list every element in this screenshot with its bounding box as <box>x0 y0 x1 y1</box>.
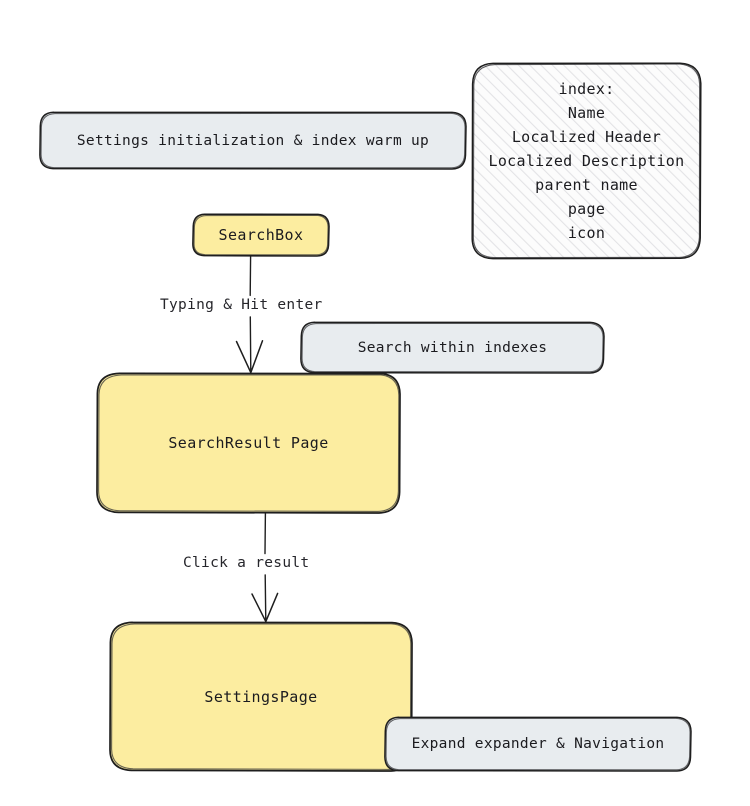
note-2-outline-a <box>300 321 605 374</box>
settings-page-outline-a <box>109 621 413 772</box>
settings-initialization-note[interactable] <box>39 111 467 170</box>
note-1-outline-a <box>39 111 467 170</box>
search-result-outline-b <box>98 374 400 512</box>
edge-1-arrowhead <box>235 340 264 374</box>
edge-searchresult-to-settingspage <box>251 512 279 623</box>
search-box-outline-a <box>192 213 330 257</box>
search-box-outline-b <box>193 214 329 256</box>
node-settings-page[interactable] <box>109 621 413 772</box>
edge-2-arrowhead <box>251 592 279 623</box>
edge-2-segment-lower <box>264 574 267 623</box>
search-result-outline-a <box>96 372 401 514</box>
search-result-fill <box>97 373 400 513</box>
index-schema-panel[interactable] <box>471 62 702 260</box>
note-1-outline-b <box>40 112 466 169</box>
expand-expander-note[interactable] <box>384 716 692 772</box>
search-within-indexes-note[interactable] <box>300 321 605 374</box>
note-1-fill <box>40 112 466 169</box>
note-2-outline-b <box>301 322 604 373</box>
note-2-fill <box>301 322 604 373</box>
search-box-fill <box>193 214 329 256</box>
index-panel-outline-a <box>471 62 702 260</box>
settings-page-outline-b <box>111 623 412 770</box>
note-3-fill <box>385 717 691 771</box>
node-search-result-page[interactable] <box>96 372 401 514</box>
note-3-outline-b <box>385 717 691 771</box>
settings-page-fill <box>110 622 412 771</box>
index-panel-fill <box>472 63 701 259</box>
note-3-outline-a <box>384 716 692 772</box>
node-search-box[interactable] <box>192 213 330 257</box>
index-panel-outline-b <box>472 63 701 259</box>
edge-searchbox-to-searchresult <box>235 255 264 374</box>
edge-1-segment-lower <box>249 316 252 374</box>
